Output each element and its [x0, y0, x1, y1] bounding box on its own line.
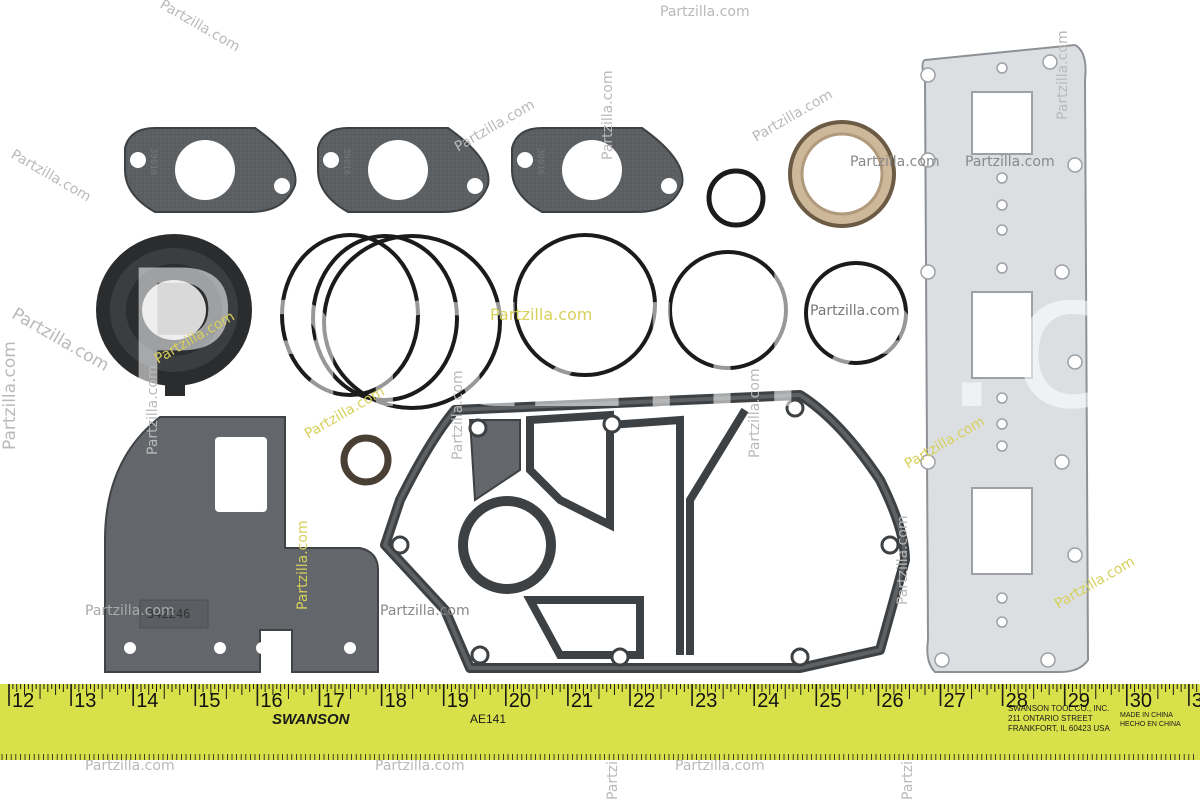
ruler-inch-number: 24 — [757, 690, 780, 712]
watermark: Partzilla.com — [660, 4, 750, 20]
ruler-inch-number: 19 — [446, 690, 469, 712]
carb-gasket-2 — [317, 127, 490, 213]
ruler-origin-line2: HECHO EN CHINA — [1120, 721, 1181, 728]
carb-gasket-1 — [124, 127, 297, 213]
watermark: Partzilla.com — [450, 370, 466, 460]
ruler-model: AE141 — [470, 712, 507, 726]
watermark-yellow: Partzilla.com — [490, 305, 593, 324]
ruler-inch-number: 16 — [260, 690, 283, 712]
cover-plate-gasket — [104, 416, 379, 673]
carb-gasket-3 — [511, 127, 684, 213]
watermark: Partzilla.com — [747, 368, 763, 458]
ruler-inch-number: 14 — [136, 690, 159, 712]
ruler-inch-number: 30 — [1129, 690, 1153, 712]
watermark-large: Partzilla.com — [120, 230, 1200, 451]
ruler-inch-number: 29 — [1067, 690, 1090, 712]
rubber-boot — [96, 234, 252, 396]
ruler-inch-number: 12 — [12, 690, 35, 712]
ruler-maker-line3: FRANKFORT, IL 60423 USA — [1008, 724, 1110, 733]
ruler-origin-line1: MADE IN CHINA — [1120, 712, 1173, 719]
watermark: Partzilla.com — [600, 70, 616, 160]
ruler-inch-number: 15 — [198, 690, 221, 712]
watermark: Partzilla.com — [1055, 30, 1071, 120]
cover-plate-part-number: 342246 — [147, 607, 191, 621]
measuring-ruler: 12 13 14 15 16 17 18 19 20 21 22 23 24 25 26 27 28 29 30 31… — [0, 684, 1200, 760]
watermark: Partzilla.com — [145, 365, 161, 455]
gasket-stamp-2: 39016 — [341, 148, 351, 176]
small-brown-o-ring — [340, 434, 392, 486]
ruler-maker-line2: 211 ONTARIO STREET — [1008, 714, 1093, 723]
oil-seal — [788, 120, 896, 228]
ruler-inch-number: 23 — [695, 690, 718, 712]
ruler-inch-number: 13 — [74, 690, 97, 712]
ruler-maker-line1: SWANSON TOOL CO., INC. — [1008, 704, 1110, 713]
gasket-stamp-3: 39016 — [535, 148, 545, 176]
ruler-inch-number: 25 — [819, 690, 842, 712]
ruler-inch-number: 28 — [1005, 690, 1028, 712]
ruler-brand-logo: SWANSON — [272, 711, 350, 728]
watermark: Partzilla.com — [675, 758, 765, 774]
powerhead-base-gasket — [380, 390, 910, 673]
watermark: Partzilla.com — [0, 341, 20, 450]
ruler-inch-number: 21 — [570, 690, 594, 712]
ruler-inch-number: 27 — [943, 690, 966, 712]
exhaust-plate-gasket — [920, 43, 1090, 673]
watermark: Partzilla.com — [895, 515, 911, 605]
ruler-ticks — [1, 684, 1198, 760]
watermark: Partzilla.com — [375, 758, 465, 774]
watermark: Partzilla.com — [965, 154, 1055, 170]
watermark: Partzilla.com — [850, 154, 940, 170]
watermark: Partzilla.com — [810, 303, 900, 319]
watermark: Partzilla.com — [85, 758, 175, 774]
ruler-inch-number: 18 — [384, 690, 407, 712]
ruler-inch-number: 20 — [508, 690, 532, 712]
gasket-stamp-1: 39016 — [148, 148, 158, 176]
ruler-inch-number: 26 — [881, 690, 904, 712]
watermark: Partzilla.com — [380, 603, 470, 619]
watermark: Partzilla.com — [85, 603, 175, 619]
ruler-inch-number: 31 — [1191, 690, 1200, 712]
watermark-yellow: Partzilla.com — [295, 520, 311, 610]
small-o-ring — [706, 168, 766, 228]
ruler-inch-number: 17 — [322, 690, 345, 712]
large-o-rings — [280, 233, 908, 410]
ruler-inch-number: 22 — [633, 690, 656, 712]
